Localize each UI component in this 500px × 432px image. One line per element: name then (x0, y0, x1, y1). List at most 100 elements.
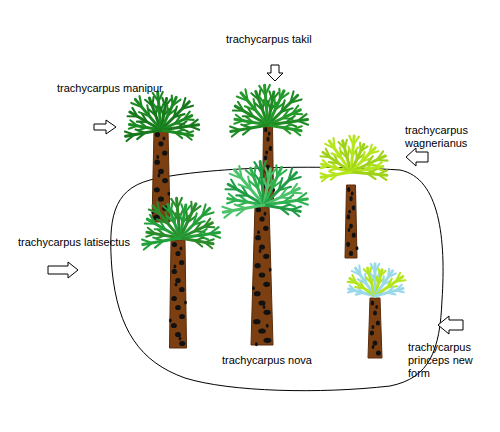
leaflet (184, 112, 190, 120)
leaflet (239, 166, 242, 179)
trunk-mark (376, 350, 381, 355)
leaflet (280, 205, 290, 208)
trunk-mark (347, 187, 350, 192)
trunk-mark (264, 338, 272, 343)
leaflet (277, 170, 286, 177)
leaflet (291, 210, 299, 216)
leaflet (132, 108, 137, 117)
leaflet (378, 174, 386, 180)
leaflet (205, 239, 214, 242)
trunk-mark (371, 300, 375, 305)
leaflet (369, 151, 378, 154)
leaflet (175, 130, 183, 133)
leaflet (380, 271, 385, 277)
leaflet (204, 226, 214, 229)
trunk-mark (264, 212, 267, 216)
frond (355, 268, 375, 296)
trunk-mark (373, 310, 377, 315)
leaflet (254, 162, 261, 172)
leaflet (172, 100, 180, 106)
leaflet (202, 212, 213, 215)
trunk-mark (163, 137, 166, 141)
leaflet (153, 238, 163, 241)
leaflet (329, 172, 337, 175)
trunk-mark (255, 342, 258, 346)
leaflet (341, 151, 347, 158)
leaflet (323, 160, 329, 166)
leaflet (157, 202, 159, 214)
leaflet (280, 208, 288, 214)
trunk-body (170, 240, 187, 348)
leaflet (189, 120, 198, 126)
trunk-mark (184, 301, 187, 305)
leaflet (137, 133, 145, 139)
frond (329, 141, 351, 172)
leaflet (371, 274, 375, 282)
palm-trunk (251, 205, 273, 346)
palm-crown (125, 92, 199, 141)
trunk-mark (257, 230, 260, 234)
trunk-mark (259, 244, 265, 249)
trunk-mark (259, 272, 265, 277)
leaflet (125, 131, 135, 134)
leaflet (192, 206, 201, 212)
trunk-mark (175, 283, 178, 287)
leaflet (155, 241, 163, 248)
leaflet (283, 110, 289, 118)
leaflet (291, 206, 301, 209)
leaflet (293, 126, 302, 129)
leaflet (178, 121, 187, 127)
trunk-mark (373, 340, 378, 345)
trunk-mark (349, 251, 353, 256)
leaflet (145, 100, 152, 106)
trunk-mark (167, 192, 170, 196)
leaflet (161, 107, 164, 115)
trunk-mark (349, 196, 352, 201)
trunk-mark (259, 216, 264, 221)
leaflet (352, 275, 356, 283)
leaflet (146, 234, 155, 237)
trunk-mark (179, 314, 185, 319)
leaflet (291, 184, 297, 193)
trunk-mark (173, 265, 176, 269)
leaflet (204, 219, 210, 227)
leaflet (135, 130, 145, 133)
leaflet (321, 166, 329, 168)
palm-crown (320, 136, 387, 182)
leaflet (245, 89, 247, 101)
plant-label: trachycarpus takil (226, 33, 312, 46)
leaflet (349, 136, 353, 145)
leaflet (280, 189, 286, 198)
palm-trunk (345, 185, 358, 258)
leaflet (292, 106, 298, 114)
frond (153, 206, 180, 238)
leaflet (371, 264, 375, 272)
trunk-mark (372, 325, 375, 329)
trunk-mark (352, 233, 356, 238)
trunk-mark (269, 146, 272, 151)
trunk-mark (252, 286, 255, 290)
leaflet (175, 133, 182, 139)
leaflet (296, 200, 307, 204)
trunk-mark (370, 330, 374, 335)
leaflet (396, 280, 405, 281)
leaflet (243, 128, 251, 135)
trunk-mark (263, 226, 269, 231)
trunk-mark (171, 323, 177, 328)
leaflet (241, 125, 251, 128)
trunk-mark (348, 228, 351, 232)
leaflet (195, 223, 201, 231)
plant-label: trachycarpus nova (222, 354, 312, 367)
frond (234, 170, 264, 205)
leaflet (375, 162, 382, 168)
palm-crown (142, 198, 220, 250)
leaflet (238, 102, 244, 111)
leaflet (322, 176, 329, 181)
trunk-mark (175, 278, 180, 283)
leaflet (388, 273, 396, 277)
trunk-mark (154, 187, 160, 192)
frond (241, 93, 268, 125)
palm-crown (348, 264, 406, 296)
leaflet (222, 207, 233, 211)
trunk-mark (158, 196, 164, 201)
